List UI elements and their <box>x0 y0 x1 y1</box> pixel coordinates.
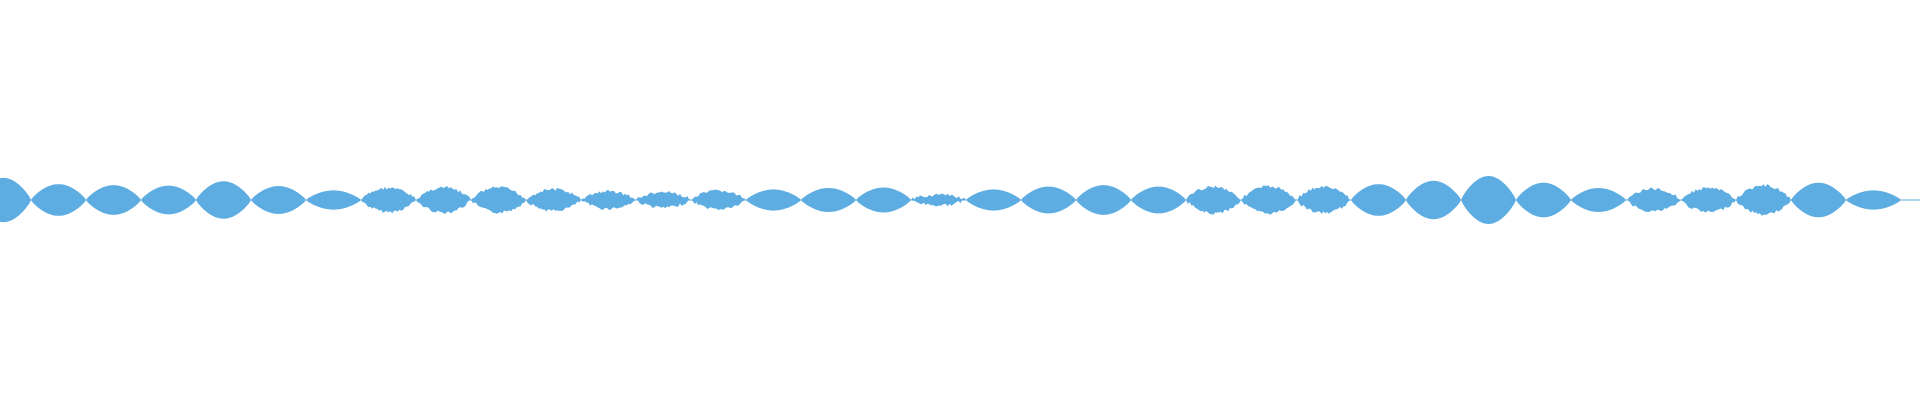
waveform-lobes <box>0 176 1920 224</box>
